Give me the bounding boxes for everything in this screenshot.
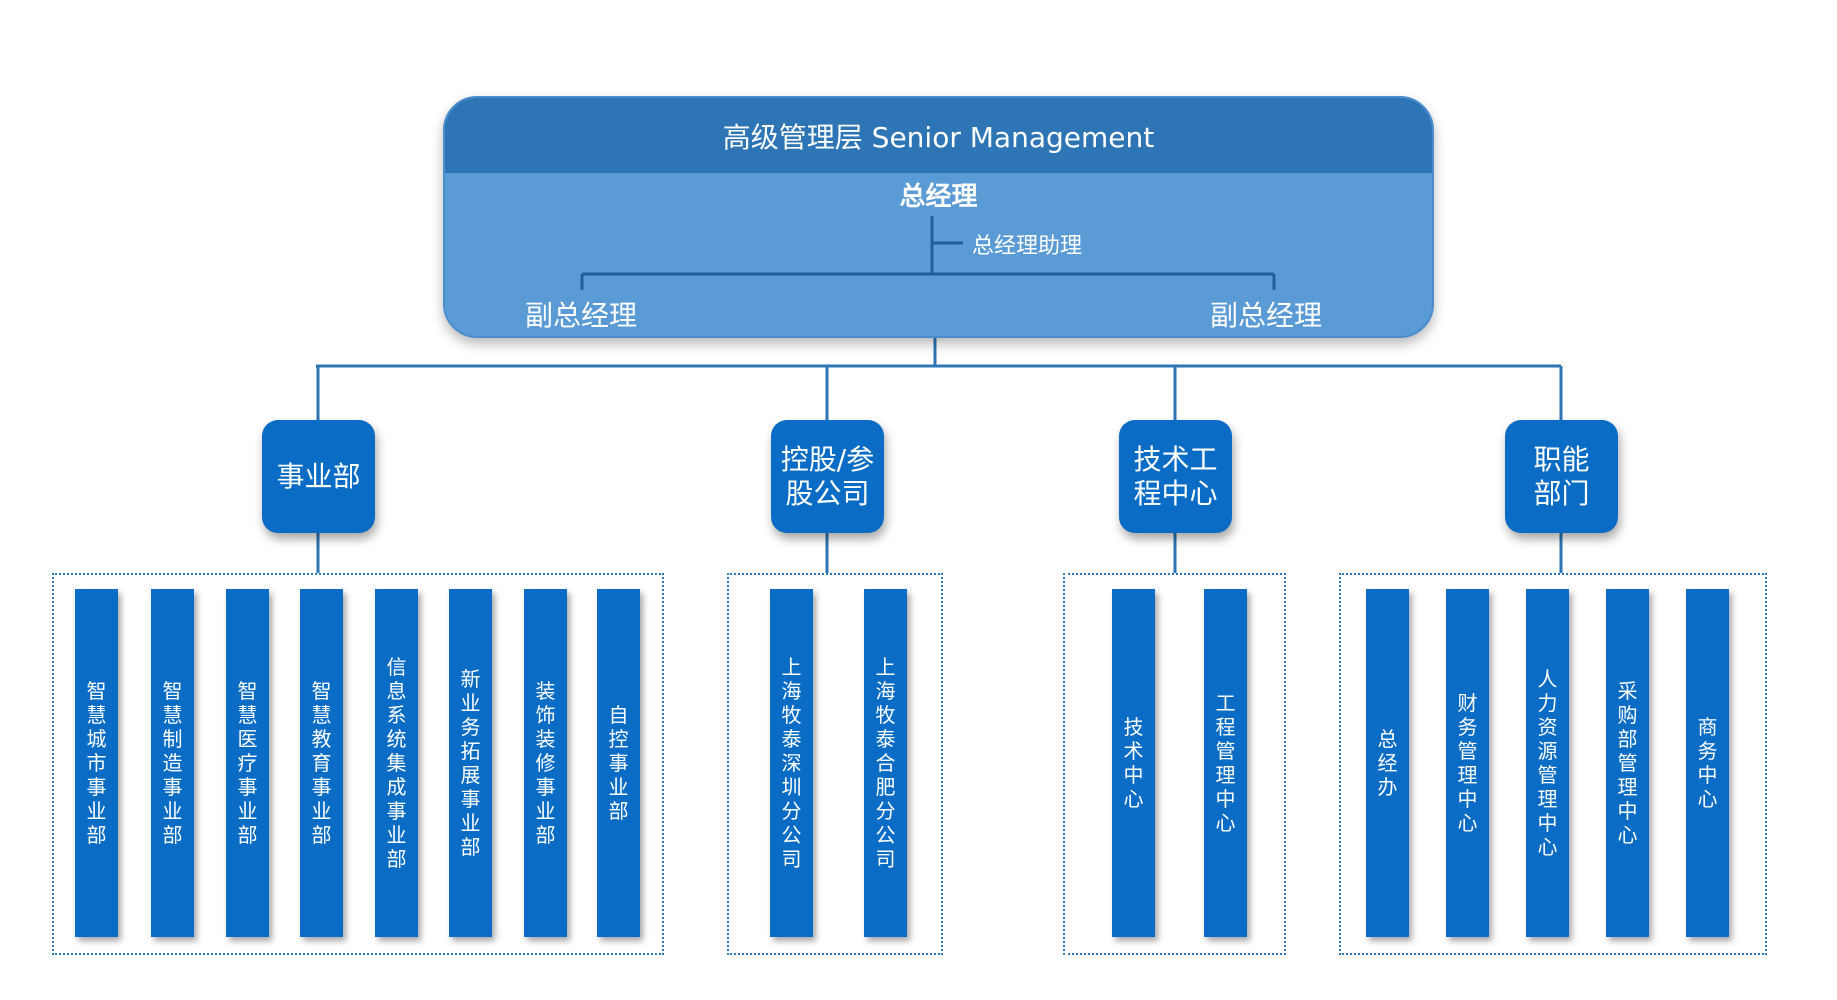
unit-node: 智慧制造事业部 [151, 589, 194, 937]
category-label: 技术工 [1133, 442, 1218, 476]
unit-node: 自控事业部 [597, 589, 640, 937]
senior-management-box: 高级管理层 Senior Management 总经理 总经理助理 副总经理 副… [443, 96, 1434, 338]
unit-label: 自控事业部 [608, 703, 629, 823]
unit-label: 人力资源管理中心 [1537, 667, 1558, 859]
unit-node: 上海牧泰深圳分公司 [770, 589, 813, 937]
general-manager-label: 总经理 [899, 182, 978, 212]
unit-label: 上海牧泰合肥分公司 [875, 655, 896, 871]
unit-label: 智慧城市事业部 [86, 679, 107, 847]
category-label: 控股/参 [780, 442, 875, 476]
unit-label: 装饰装修事业部 [535, 679, 556, 847]
deputy-gm-right: 副总经理 [1210, 299, 1323, 332]
unit-group-4 [1339, 573, 1767, 955]
unit-node: 智慧城市事业部 [75, 589, 118, 937]
category-node-4: 职能部门 [1505, 420, 1618, 533]
unit-node: 商务中心 [1686, 589, 1729, 937]
category-label: 职能 [1533, 442, 1590, 476]
unit-label: 工程管理中心 [1215, 691, 1236, 835]
unit-node: 总经办 [1366, 589, 1409, 937]
category-label: 程中心 [1133, 476, 1218, 510]
senior-internal-connectors [580, 216, 1276, 290]
category-label: 部门 [1533, 476, 1590, 510]
unit-node: 采购部管理中心 [1606, 589, 1649, 937]
gm-assistant-label: 总经理助理 [972, 234, 1083, 259]
unit-label: 采购部管理中心 [1617, 679, 1638, 847]
category-node-1: 事业部 [262, 420, 375, 533]
unit-label: 商务中心 [1697, 715, 1718, 811]
unit-node: 智慧教育事业部 [300, 589, 343, 937]
category-label: 事业部 [276, 459, 361, 493]
unit-node: 人力资源管理中心 [1526, 589, 1569, 937]
unit-label: 上海牧泰深圳分公司 [781, 655, 802, 871]
category-node-3: 技术工程中心 [1119, 420, 1232, 533]
unit-node: 技术中心 [1112, 589, 1155, 937]
deputy-gm-left: 副总经理 [525, 299, 638, 332]
unit-node: 智慧医疗事业部 [226, 589, 269, 937]
unit-node: 新业务拓展事业部 [449, 589, 492, 937]
unit-node: 工程管理中心 [1204, 589, 1247, 937]
unit-node: 装饰装修事业部 [524, 589, 567, 937]
category-node-2: 控股/参股公司 [771, 420, 884, 533]
senior-management-title: 高级管理层 Senior Management [445, 98, 1432, 173]
category-label: 股公司 [785, 476, 870, 510]
unit-label: 总经办 [1377, 727, 1398, 799]
unit-node: 信息系统集成事业部 [375, 589, 418, 937]
unit-label: 财务管理中心 [1457, 691, 1478, 835]
unit-group-2 [727, 573, 943, 955]
unit-label: 智慧教育事业部 [311, 679, 332, 847]
unit-node: 上海牧泰合肥分公司 [864, 589, 907, 937]
unit-node: 财务管理中心 [1446, 589, 1489, 937]
unit-group-1 [52, 573, 664, 955]
unit-label: 技术中心 [1123, 715, 1144, 811]
unit-label: 信息系统集成事业部 [386, 655, 407, 871]
unit-label: 智慧制造事业部 [162, 679, 183, 847]
unit-group-3 [1063, 573, 1286, 955]
unit-label: 新业务拓展事业部 [460, 667, 481, 859]
unit-label: 智慧医疗事业部 [237, 679, 258, 847]
